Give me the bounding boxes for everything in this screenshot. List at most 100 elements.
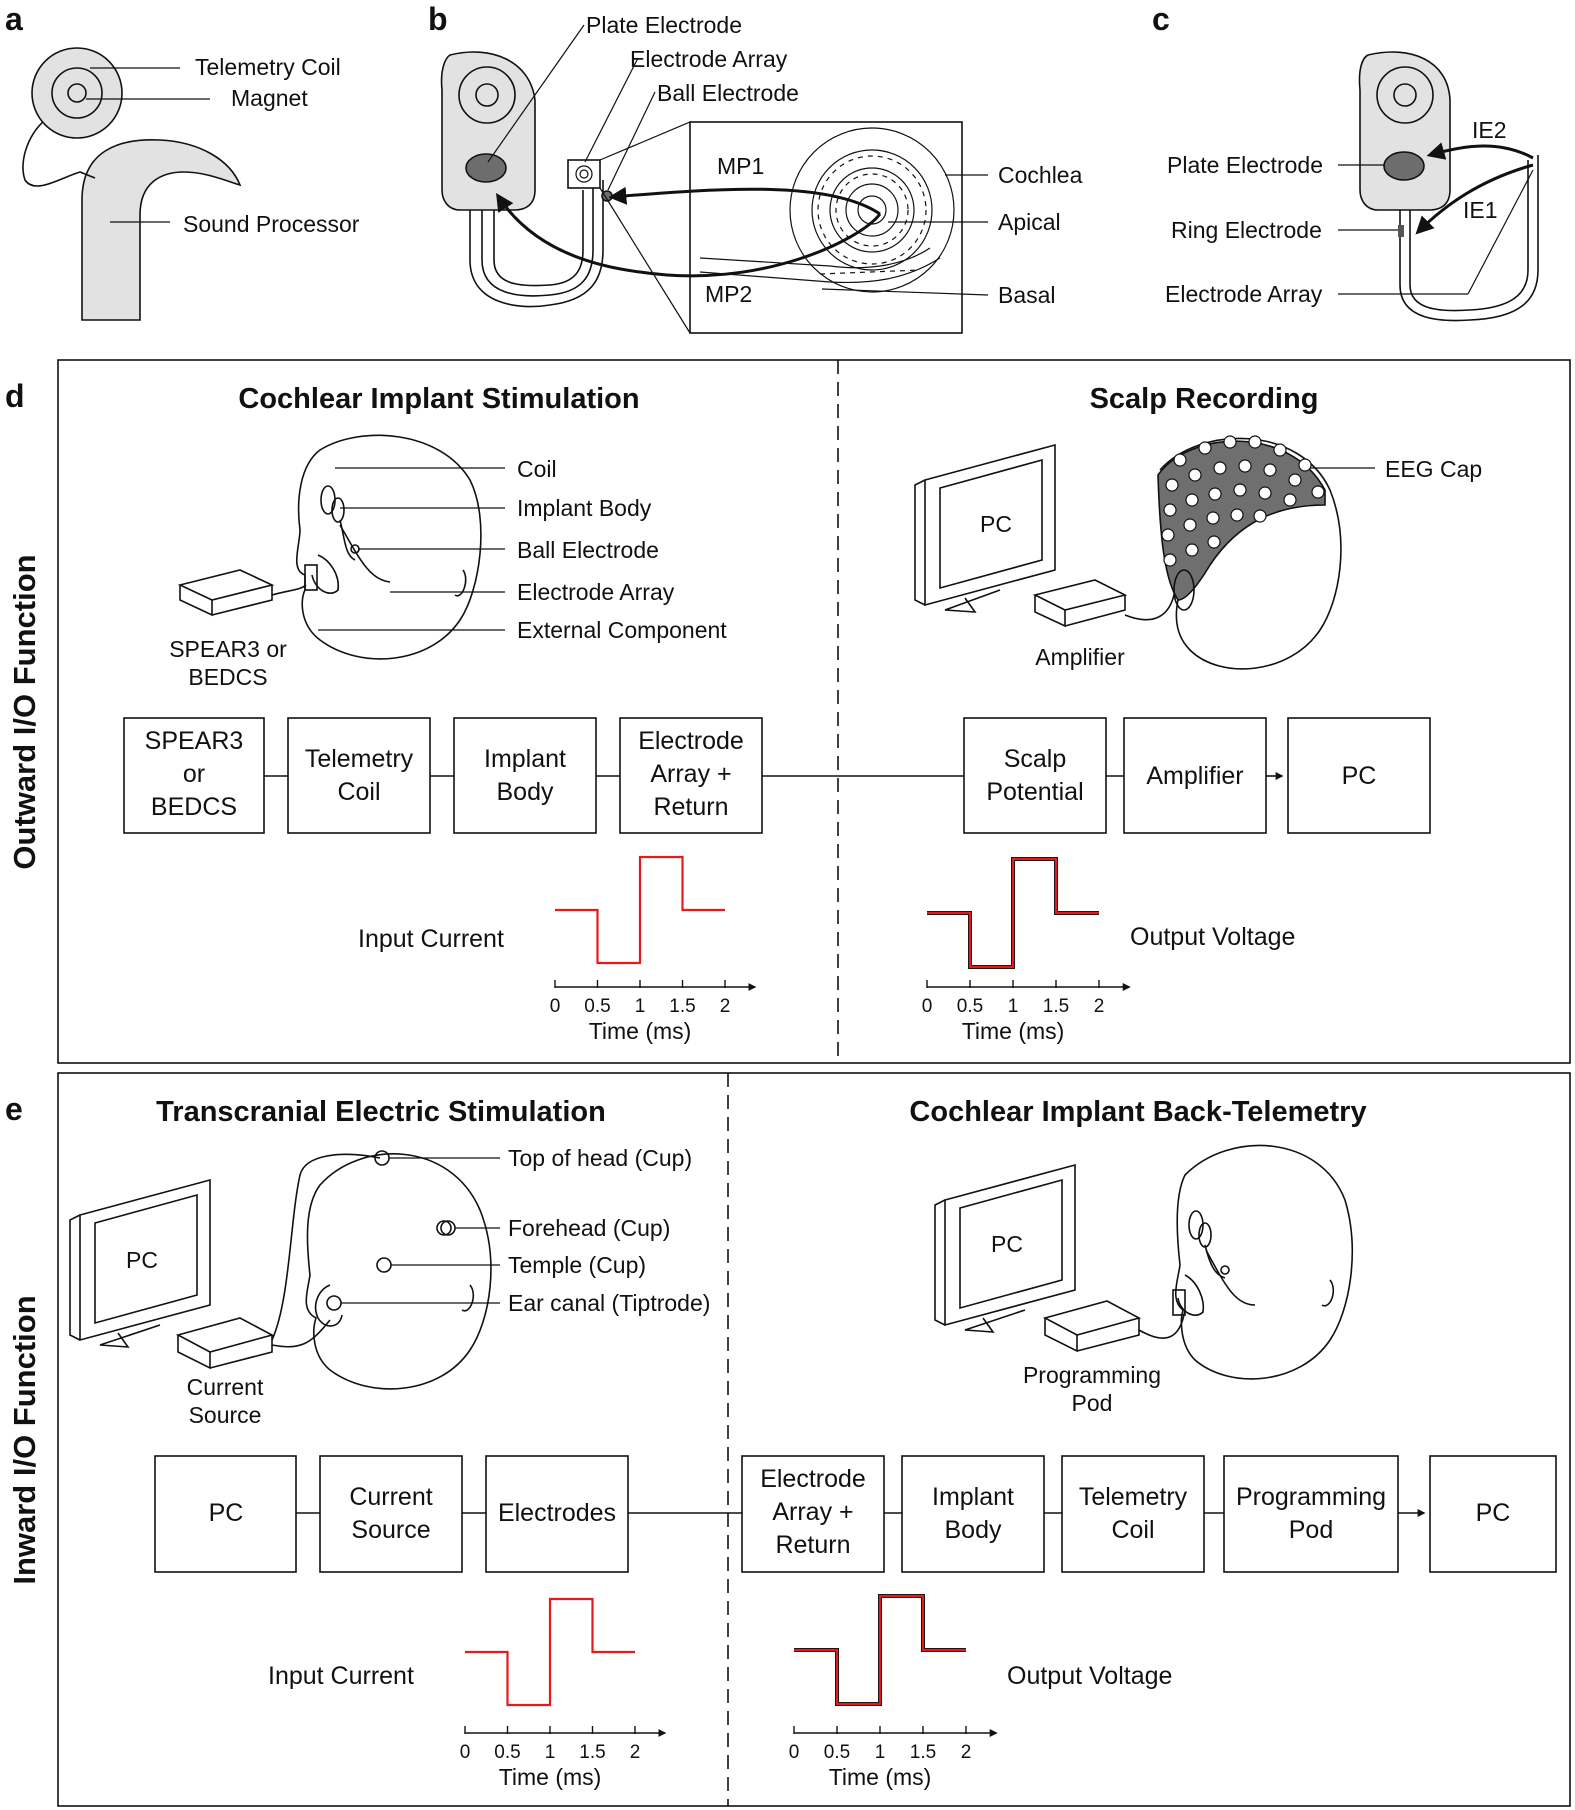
chain-d-4-line-3: Return	[653, 793, 728, 821]
panel-letter-b: b	[428, 1, 448, 37]
chain-d-1-line-2: or	[183, 760, 205, 788]
label-basal: Basal	[998, 282, 1056, 308]
chain-d-4-line-1: Electrode	[638, 727, 744, 755]
chain-d-1-line-3: BEDCS	[151, 793, 237, 821]
ie1-arrow	[1415, 163, 1534, 235]
label-spear-2: BEDCS	[188, 664, 267, 690]
lead-c-inner	[1409, 160, 1529, 312]
panel-d-frame	[57, 359, 1571, 1064]
label-ear-canal: Ear canal (Tiptrode)	[508, 1290, 710, 1316]
chain-d-box-5	[963, 717, 1107, 834]
time-axis-title: Time (ms)	[829, 1764, 932, 1790]
input-current-trace	[555, 855, 725, 965]
chain-d-6-line-1: Amplifier	[1146, 762, 1243, 790]
tick-label: 0.5	[584, 996, 610, 1017]
current-source-illustration	[175, 1153, 381, 1370]
amplifier-illustration	[1032, 579, 1176, 628]
chain-d-2-line-2: Coil	[337, 778, 380, 806]
chain-e-box-5	[901, 1455, 1045, 1573]
tick-label: 2	[720, 996, 731, 1017]
leader-basal	[821, 288, 989, 296]
chain-d-7-line-1: PC	[1342, 762, 1377, 790]
model-trace	[927, 857, 1099, 969]
chain-d	[123, 717, 1431, 834]
chain-e-box-6	[1061, 1455, 1205, 1573]
implant-body-illustration	[440, 51, 536, 211]
chain-e-5-line-1: Implant	[932, 1483, 1014, 1511]
label-pc-d: PC	[980, 511, 1012, 537]
label-ring-electrode-c: Ring Electrode	[1171, 217, 1322, 243]
lead-middle	[481, 185, 594, 297]
implant-body-illustration-c	[1358, 51, 1451, 211]
chain-e-6-line-2: Coil	[1111, 1516, 1154, 1544]
panel-c: c IE2 IE1 Plate Electrode Ring Electrode…	[1152, 1, 1539, 322]
head-illustration-e-right	[1172, 1144, 1353, 1380]
label-ball-electrode-b: Ball Electrode	[657, 80, 799, 106]
leader-electrode-array	[584, 57, 639, 163]
label-output-voltage-d: Output Voltage	[1130, 923, 1295, 951]
chain-d-box-1	[123, 717, 265, 834]
spear-box-illustration	[177, 569, 307, 617]
chain-e-1-line-1: PC	[209, 1499, 244, 1527]
chain-d-box-2	[287, 717, 431, 834]
label-mp2: MP2	[705, 281, 752, 307]
panel-e: e Inward I/O Function Transcranial Elect…	[5, 1072, 1571, 1807]
label-current-source-1: Current	[187, 1374, 264, 1400]
implant-coil-ring	[458, 66, 516, 124]
time-axis-title: Time (ms)	[499, 1764, 602, 1790]
head-illustration-d	[296, 434, 482, 660]
label-electrode-array-c: Electrode Array	[1165, 281, 1323, 307]
telemetry-coil-illustration	[31, 47, 123, 139]
tick-label: 1	[545, 1742, 556, 1763]
side-label-inward: Inward I/O Function	[7, 1295, 42, 1584]
tick-label: 1	[875, 1742, 886, 1763]
chain-e-box-3	[485, 1455, 629, 1573]
panel-letter-a: a	[5, 1, 23, 37]
implant-magnet	[475, 83, 499, 107]
cochlea-zoom-box	[689, 121, 963, 334]
ie2-arrow	[1426, 142, 1534, 160]
label-ie2: IE2	[1472, 117, 1507, 143]
title-tes: Transcranial Electric Stimulation	[156, 1096, 606, 1128]
chain-e-5-line-2: Body	[945, 1516, 1002, 1544]
label-current-source-2: Source	[189, 1402, 262, 1428]
ring-electrode-c	[1398, 225, 1404, 237]
chain-d-1-line-1: SPEAR3	[145, 727, 244, 755]
chain-e-box-4	[741, 1455, 885, 1573]
tick-label: 0.5	[494, 1742, 520, 1763]
leader-array-c-2	[1467, 169, 1534, 295]
chain-d-3-line-1: Implant	[484, 745, 566, 773]
plate-electrode-b	[465, 153, 507, 183]
chain-e-2-line-2: Source	[351, 1516, 430, 1544]
tick-label: 0	[789, 1742, 800, 1763]
chain-e-8-line-1: PC	[1476, 1499, 1511, 1527]
tick-label: 0	[922, 996, 933, 1017]
label-temple: Temple (Cup)	[508, 1252, 646, 1278]
input-current-trace	[465, 1597, 635, 1707]
chain-e	[154, 1455, 1557, 1573]
eeg-head-illustration	[1157, 435, 1342, 670]
chain-e-7-line-2: Pod	[1289, 1516, 1333, 1544]
label-amplifier: Amplifier	[1035, 644, 1125, 670]
pc-monitor-e-right	[934, 1163, 1076, 1333]
zoom-line-top	[599, 121, 691, 161]
mini-spiral	[575, 165, 593, 183]
label-sound-processor: Sound Processor	[183, 211, 360, 237]
pc-monitor-e-left	[69, 1178, 211, 1348]
tick-label: 1.5	[1043, 996, 1069, 1017]
tick-label: 2	[1094, 996, 1105, 1017]
tick-label: 0	[550, 996, 561, 1017]
tick-label: 1.5	[910, 1742, 936, 1763]
chain-e-2-line-1: Current	[349, 1483, 432, 1511]
label-pc-e-right: PC	[991, 1231, 1023, 1257]
panel-a: a Telemetry Coil Magnet Sound Processor	[5, 1, 360, 321]
label-pod-2: Pod	[1072, 1390, 1113, 1416]
side-label-outward: Outward I/O Function	[7, 554, 42, 869]
chain-d-labels: SPEAR3 or BEDCS Telemetry Coil Implant B…	[145, 727, 1377, 821]
leader-ball-electrode	[607, 91, 656, 191]
mp1-arrow	[608, 186, 881, 216]
